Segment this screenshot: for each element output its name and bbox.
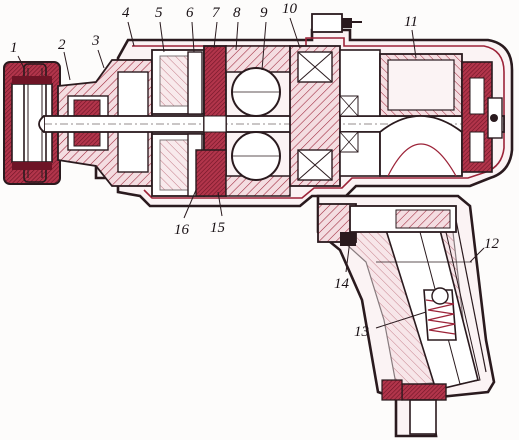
callout-8: 8	[233, 5, 241, 21]
hammer-block	[195, 45, 291, 197]
callout-9: 9	[260, 5, 268, 21]
rotor-balls	[231, 67, 281, 181]
callout-15: 15	[210, 220, 226, 236]
callout-11: 11	[404, 14, 418, 30]
callout-16: 16	[174, 222, 190, 238]
callout-7: 7	[212, 5, 221, 21]
callout-1: 1	[10, 40, 18, 56]
callout-3: 3	[91, 33, 100, 49]
callout-2: 2	[58, 37, 66, 53]
callout-14: 14	[334, 276, 350, 292]
callout-10: 10	[282, 1, 298, 17]
callout-4: 4	[122, 5, 130, 21]
bearing-housing	[289, 13, 362, 187]
callout-labels: 1 2 3 4 5 6 7 8 9 10 11 12 13 14 15 16	[10, 1, 500, 340]
air-motor	[339, 49, 503, 177]
valve-spring	[423, 287, 457, 341]
callout-13: 13	[354, 324, 369, 340]
handle	[316, 194, 496, 438]
callout-12: 12	[484, 236, 500, 252]
callout-6: 6	[186, 5, 194, 21]
leader-lines	[17, 17, 485, 329]
callout-5: 5	[155, 5, 163, 21]
impact-mechanism	[151, 49, 205, 197]
